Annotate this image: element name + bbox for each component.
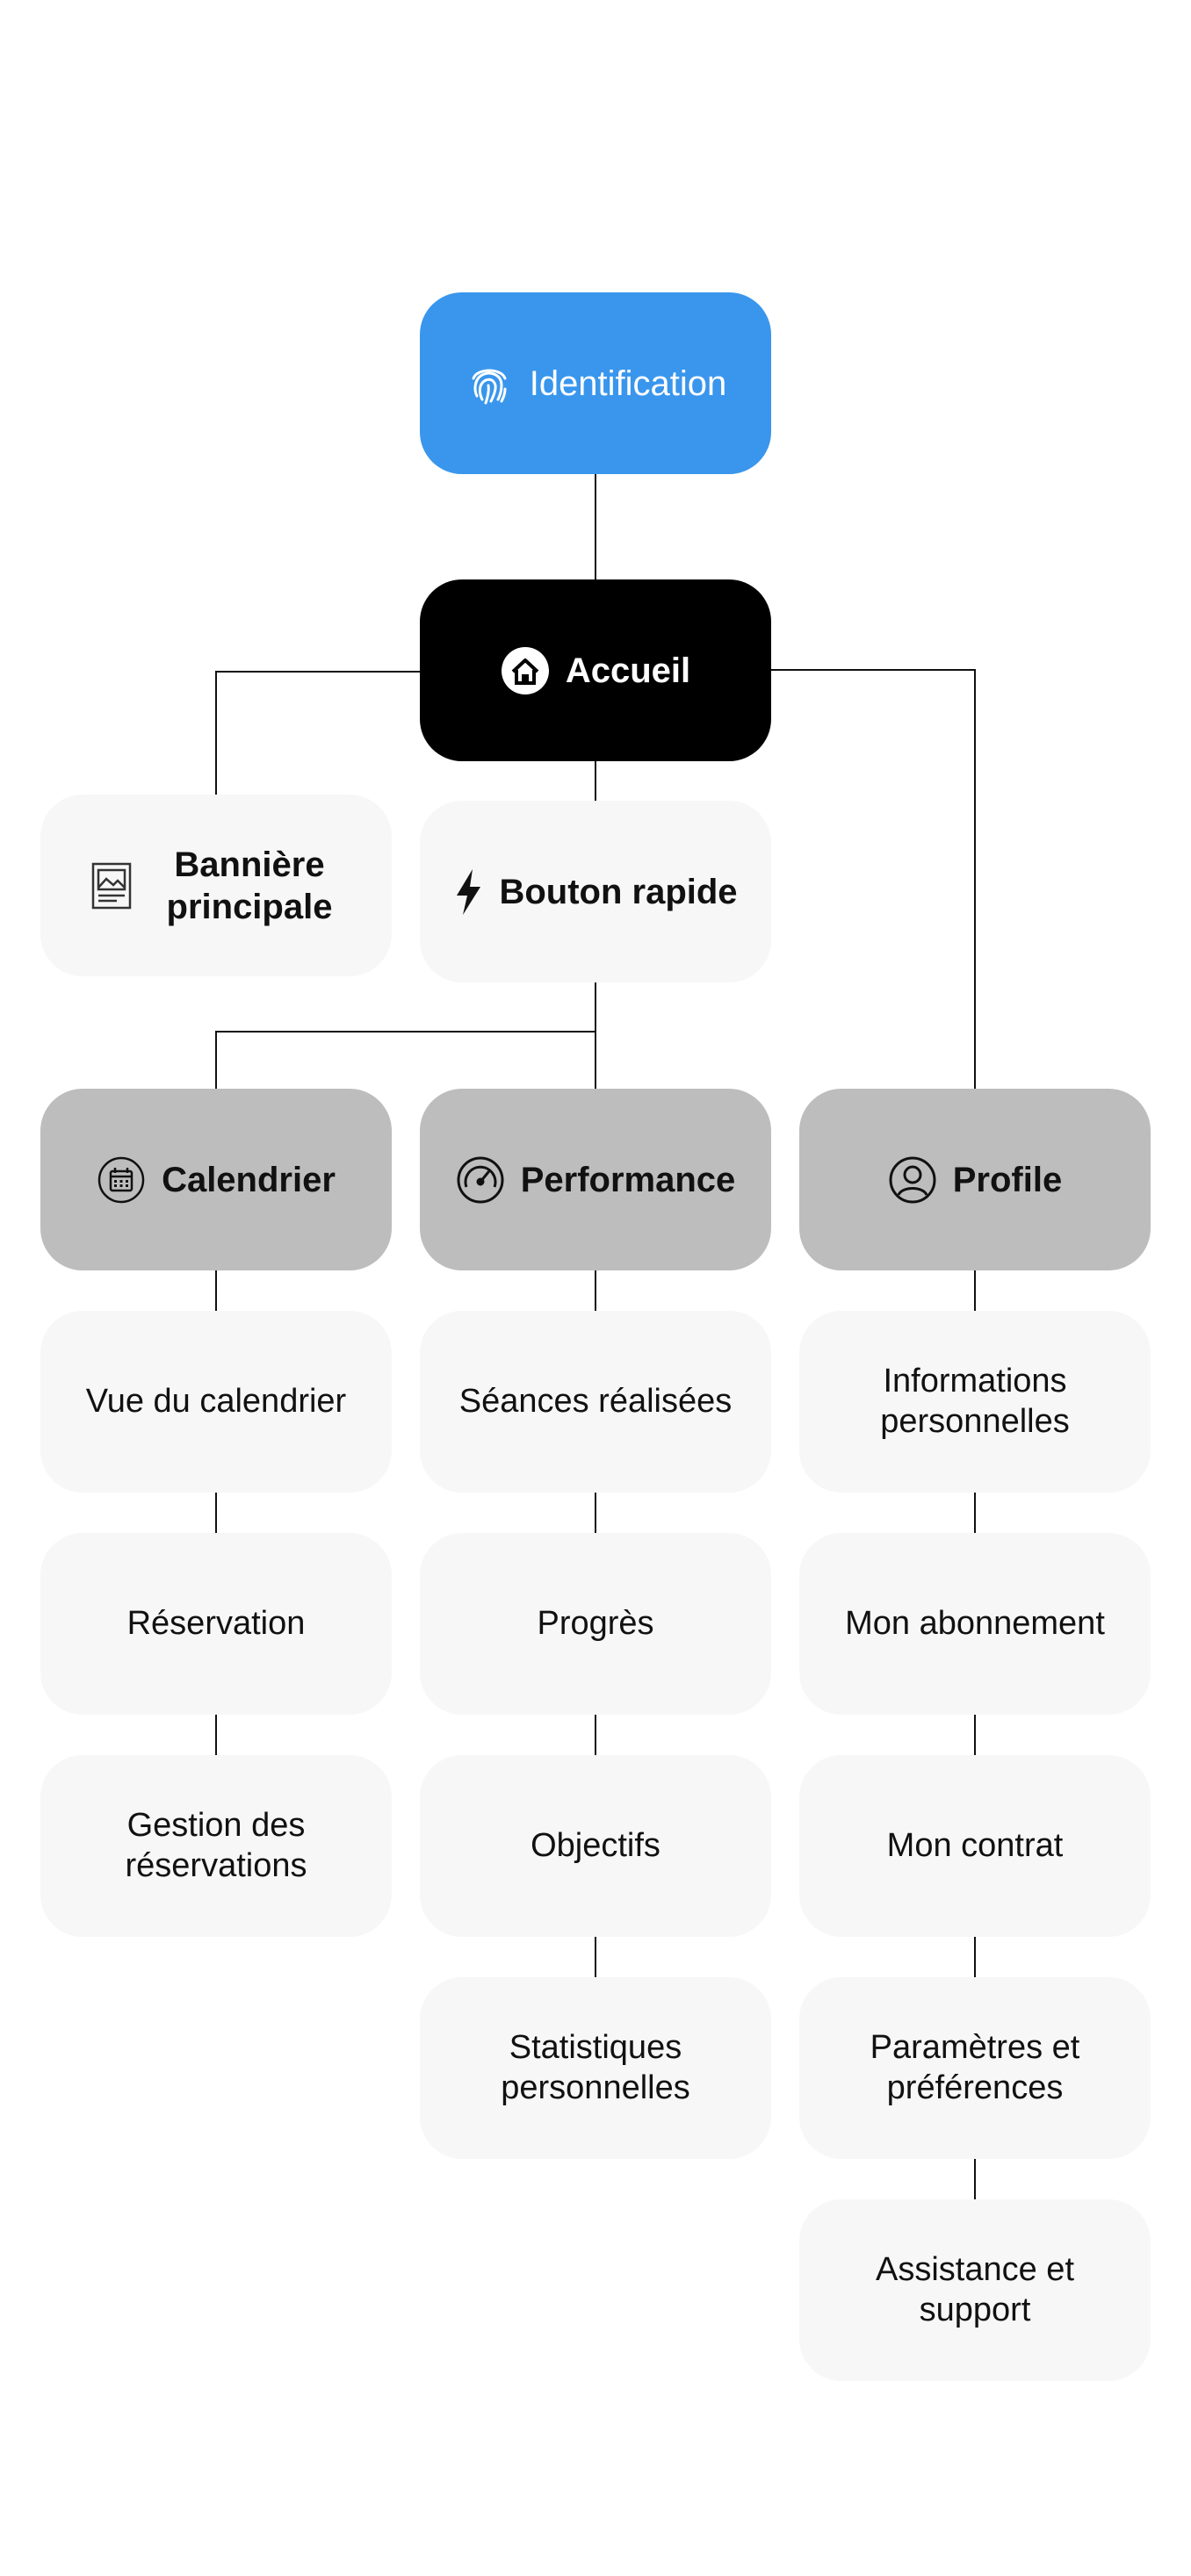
list-item[interactable]: Paramètres et préférences	[799, 1977, 1151, 2159]
list-item[interactable]: Réservation	[40, 1533, 392, 1715]
list-item[interactable]: Mon abonnement	[799, 1533, 1151, 1715]
category-performance[interactable]: Performance	[420, 1089, 771, 1270]
fingerprint-icon	[465, 359, 514, 408]
identification-node[interactable]: Identification	[420, 292, 771, 474]
list-item[interactable]: Mon contrat	[799, 1755, 1151, 1937]
list-item[interactable]: Objectifs	[420, 1755, 771, 1937]
home-node[interactable]: Accueil	[420, 579, 771, 761]
list-item[interactable]: Informations personnelles	[799, 1311, 1151, 1493]
banner-label: Bannière principale	[166, 845, 333, 926]
category-label: Calendrier	[162, 1160, 336, 1199]
calendar-icon	[97, 1155, 146, 1205]
list-item[interactable]: Assistance et support	[799, 2199, 1151, 2381]
home-label: Accueil	[565, 651, 691, 690]
speedometer-icon	[456, 1155, 505, 1205]
list-item[interactable]: Statistiques personnelles	[420, 1977, 771, 2159]
list-item[interactable]: Vue du calendrier	[40, 1311, 392, 1493]
category-label: Performance	[520, 1160, 736, 1199]
quick-button-node[interactable]: Bouton rapide	[420, 801, 771, 982]
lightning-icon	[453, 867, 483, 917]
banner-node[interactable]: Bannière principale	[40, 795, 392, 976]
image-icon	[90, 861, 133, 910]
category-profile[interactable]: Profile	[799, 1089, 1151, 1270]
category-label: Profile	[952, 1160, 1063, 1199]
list-item[interactable]: Progrès	[420, 1533, 771, 1715]
quick-button-label: Bouton rapide	[499, 872, 738, 911]
home-icon	[501, 646, 550, 695]
category-calendrier[interactable]: Calendrier	[40, 1089, 392, 1270]
list-item[interactable]: Séances réalisées	[420, 1311, 771, 1493]
user-icon	[888, 1155, 937, 1205]
identification-label: Identification	[529, 363, 727, 403]
list-item[interactable]: Gestion des réservations	[40, 1755, 392, 1937]
